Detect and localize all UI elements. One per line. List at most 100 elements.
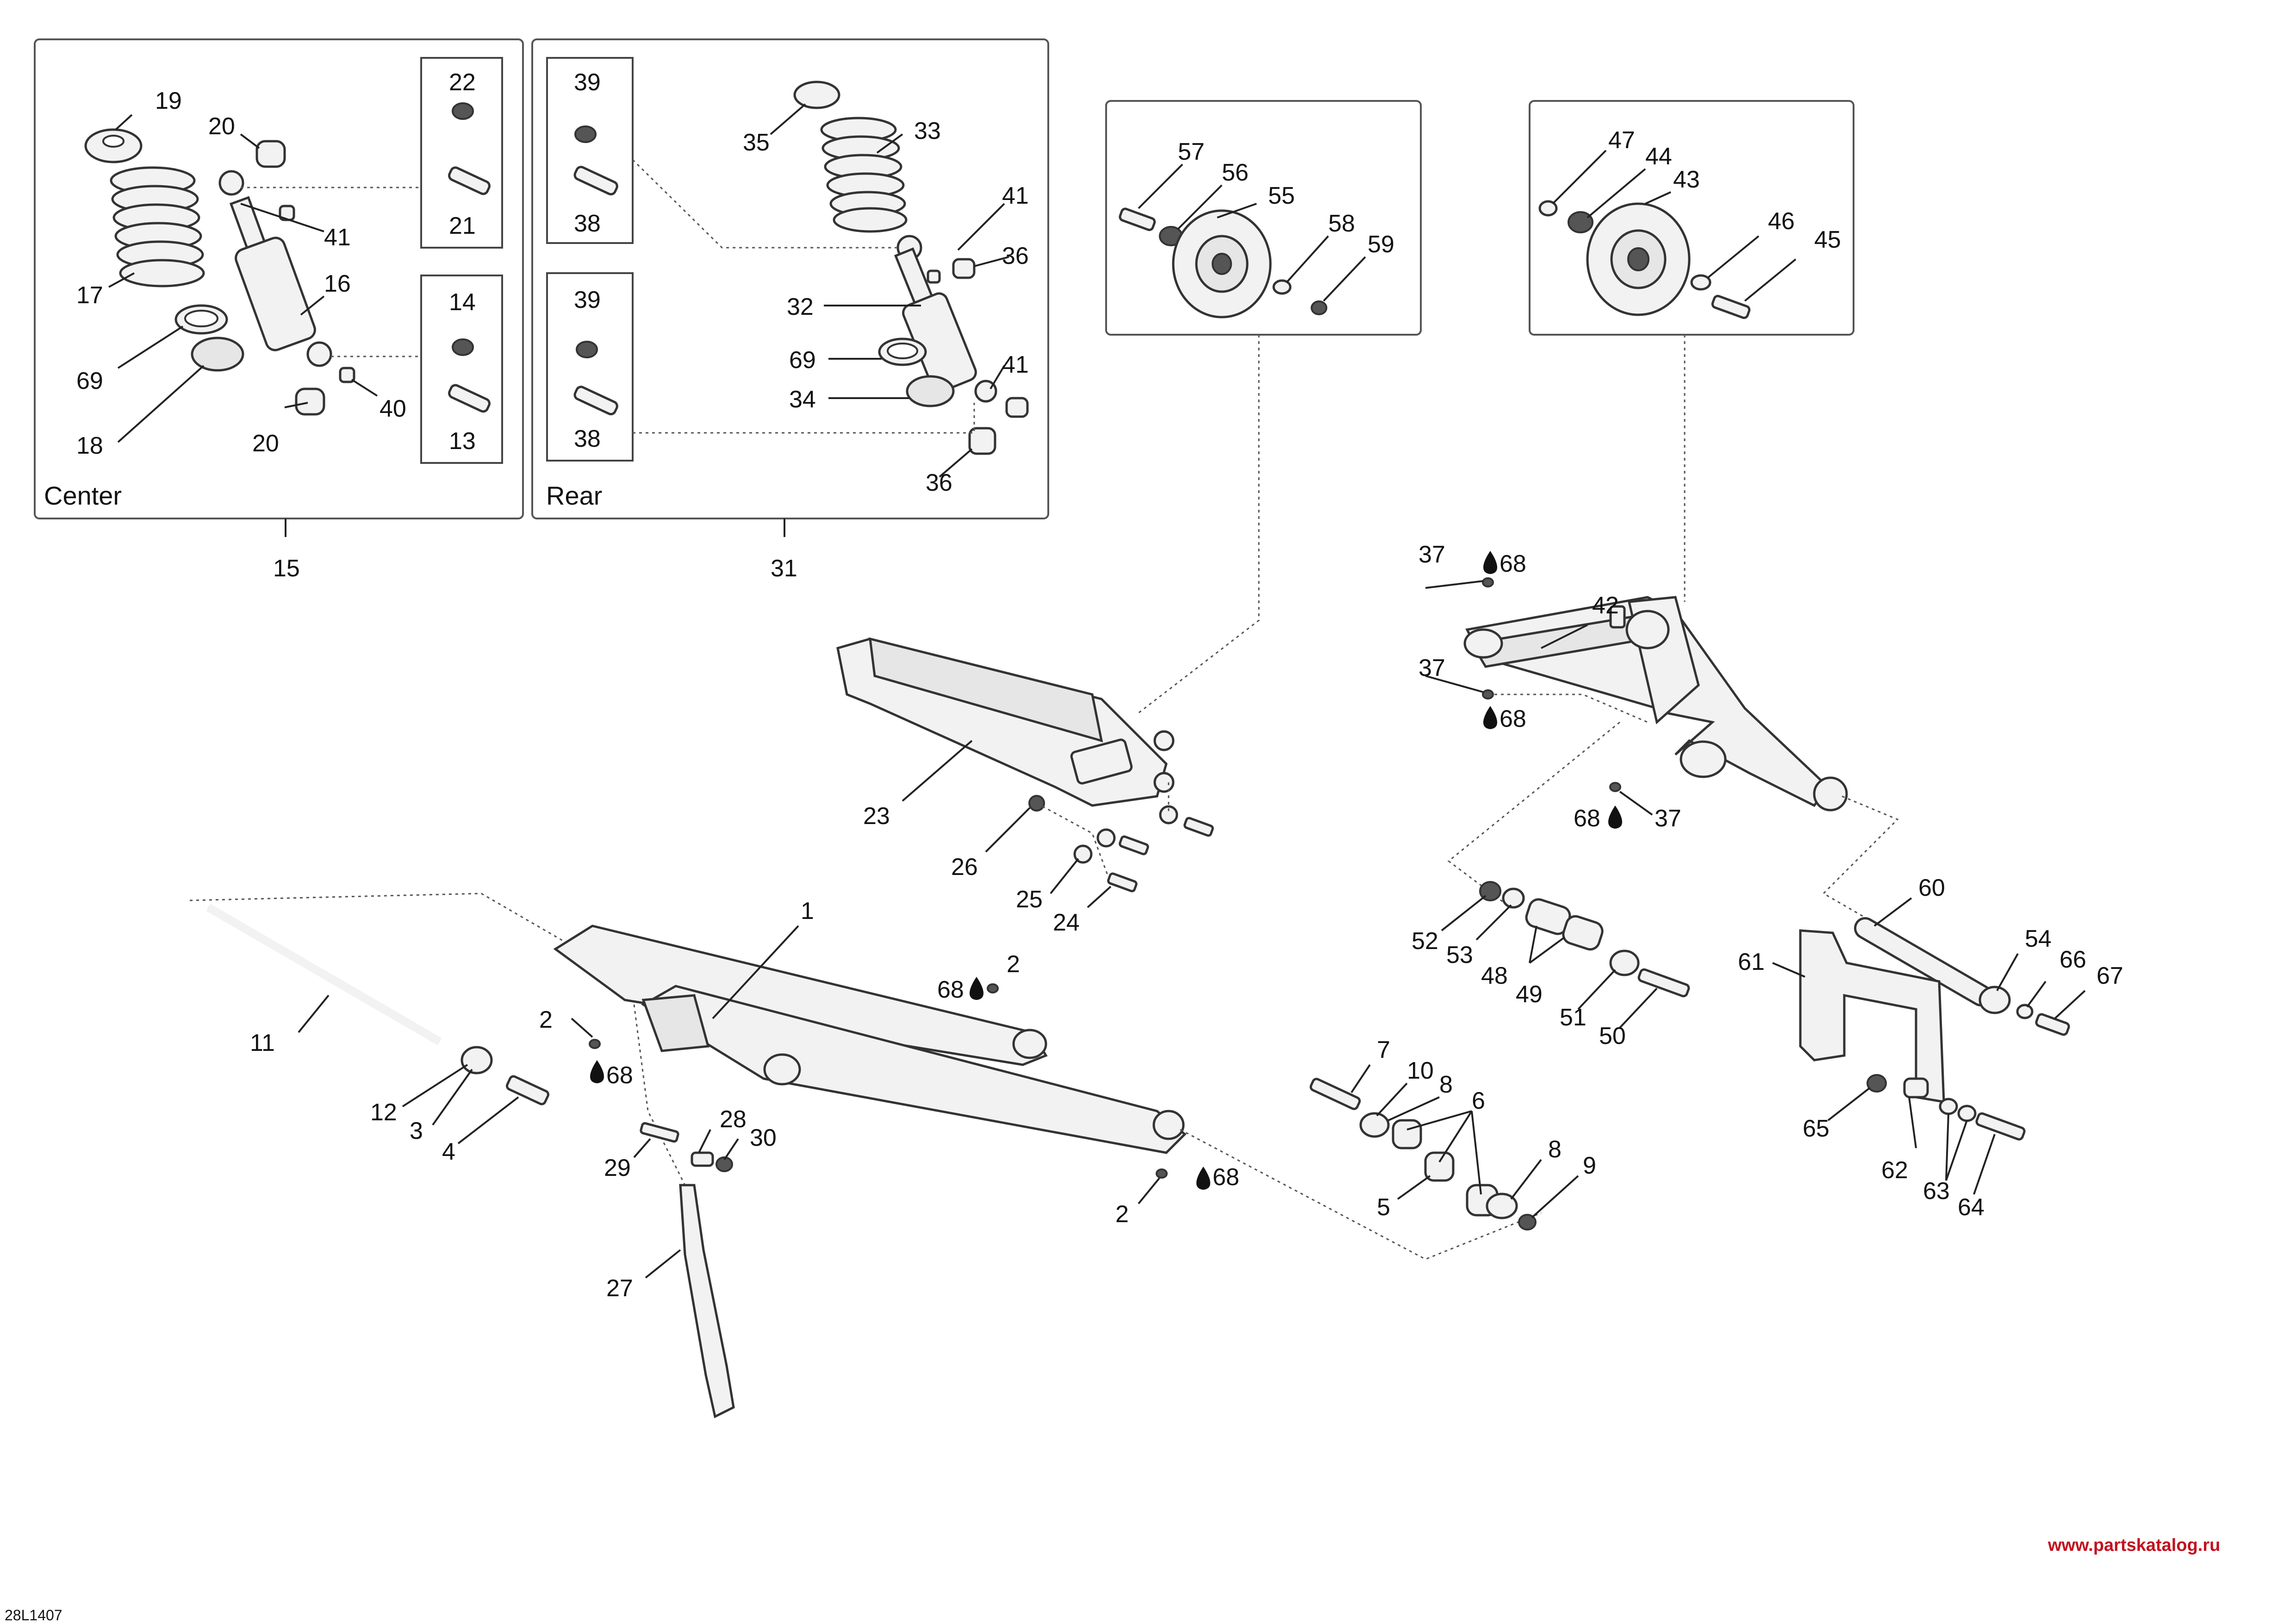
spacer-28	[691, 1151, 714, 1167]
callout-43: 43	[1673, 166, 1700, 193]
nut-65	[1867, 1074, 1887, 1093]
callout-7: 7	[1377, 1037, 1390, 1063]
callout-67: 67	[2097, 962, 2123, 989]
spacer-62	[1903, 1077, 1929, 1099]
callout-66: 66	[2060, 946, 2086, 973]
callout-44: 44	[1645, 143, 1672, 170]
bracket-61-group	[1799, 917, 2070, 1141]
callout-68-arm: 68	[937, 976, 964, 1003]
callout-69-center: 69	[76, 368, 103, 394]
callout-56: 56	[1222, 159, 1249, 186]
bushing-54	[1979, 986, 2011, 1014]
callout-69-rear: 69	[789, 347, 816, 374]
callout-36-top: 36	[1002, 243, 1029, 269]
limiter-strap-27	[640, 1122, 735, 1418]
callout-40: 40	[380, 395, 406, 422]
callout-2-right: 2	[1115, 1201, 1129, 1228]
bushing-49	[1562, 915, 1604, 951]
callout-58: 58	[1328, 210, 1355, 237]
callout-12: 12	[370, 1099, 397, 1126]
bolt-38-bottom	[573, 386, 618, 416]
bolt-64	[1975, 1112, 2026, 1141]
callout-1: 1	[801, 898, 814, 924]
lube-drop-icon	[1608, 806, 1622, 829]
callout-53: 53	[1446, 942, 1473, 968]
hardware-box-22-21	[420, 57, 503, 249]
bushing-6a	[1392, 1119, 1422, 1149]
callout-30: 30	[750, 1124, 777, 1151]
nut-30	[716, 1156, 733, 1172]
callout-6: 6	[1472, 1087, 1485, 1114]
washer-66	[2016, 1004, 2034, 1019]
bolt-4	[506, 1075, 549, 1106]
washer-10	[1359, 1112, 1390, 1138]
idler-wheel-group-right	[1529, 100, 1854, 602]
callout-21: 21	[449, 212, 476, 239]
callout-5: 5	[1377, 1194, 1390, 1221]
callout-20-bottom: 20	[252, 430, 279, 457]
callout-59: 59	[1368, 231, 1394, 258]
lube-drop-icon	[590, 1060, 604, 1083]
bolt-13	[448, 384, 491, 413]
center-shock-group: Center 15	[34, 38, 524, 582]
center-shock-absorber	[218, 170, 332, 367]
callout-17: 17	[76, 282, 103, 309]
callout-68-low: 68	[1574, 805, 1600, 832]
callout-62: 62	[1881, 1157, 1908, 1184]
callout-16: 16	[324, 270, 351, 297]
bushing-41-rear-bottom	[1005, 397, 1029, 418]
rear-group-title: Rear	[546, 481, 602, 510]
spacer-41-rear-top	[927, 269, 941, 284]
front-arm-23	[836, 637, 1214, 893]
callout-60: 60	[1918, 874, 1945, 901]
callout-23: 23	[863, 803, 890, 830]
callout-4: 4	[442, 1138, 455, 1165]
callout-35: 35	[743, 129, 770, 156]
callout-34: 34	[789, 386, 816, 413]
callout-65: 65	[1803, 1115, 1829, 1142]
callout-25: 25	[1016, 886, 1043, 913]
rear-arm-42	[1447, 577, 1944, 964]
callout-68-right: 68	[1213, 1164, 1239, 1191]
bolt-57	[1119, 207, 1156, 231]
hardware-box-14-13	[420, 275, 503, 464]
drawing-code: 28L1407	[5, 1607, 62, 1624]
bolt-50	[1637, 968, 1690, 998]
rear-spring	[820, 117, 908, 233]
callout-57: 57	[1178, 138, 1205, 165]
nut-14	[452, 338, 474, 356]
bolt-21	[448, 166, 491, 195]
callout-2-left: 2	[539, 1006, 553, 1033]
callout-labels: 19 20 41 17 16 69 18 20 40 22 21 14 13 3…	[76, 69, 2123, 1302]
washer-53	[1502, 887, 1525, 909]
bolt-7	[1309, 1078, 1361, 1110]
watermark: www.partskatalog.ru	[2047, 1536, 2220, 1555]
lube-drop-icon	[970, 977, 983, 1000]
bolt-24a	[1119, 835, 1149, 856]
callout-33: 33	[914, 118, 941, 144]
callout-38-bottom: 38	[574, 425, 601, 452]
adjuster-ring-34	[906, 375, 955, 407]
bushing-6b	[1424, 1151, 1455, 1182]
callout-68-left: 68	[606, 1062, 633, 1089]
spacer-40	[339, 367, 355, 383]
leader-lines	[108, 103, 2086, 1279]
callout-2-arm: 2	[1007, 951, 1020, 978]
grease-fitting-37a	[1482, 577, 1494, 587]
hardware-box-39-38-bottom	[546, 272, 634, 462]
grease-fitting-2c	[1156, 1168, 1168, 1179]
washer-51	[1609, 949, 1640, 976]
nut-9	[1518, 1214, 1537, 1230]
callout-20-top: 20	[208, 113, 235, 140]
callout-32: 32	[787, 294, 814, 320]
callout-36-bottom: 36	[926, 469, 952, 496]
rear-arm-1	[189, 893, 1542, 1260]
callout-38-top: 38	[574, 210, 601, 237]
lube-drop-icon	[1196, 1167, 1210, 1190]
adjuster-ring-18	[191, 337, 244, 372]
nut-22	[452, 102, 474, 120]
callout-37-top: 37	[1419, 541, 1445, 568]
callout-68-top: 68	[1500, 550, 1526, 577]
callout-24: 24	[1053, 909, 1080, 936]
